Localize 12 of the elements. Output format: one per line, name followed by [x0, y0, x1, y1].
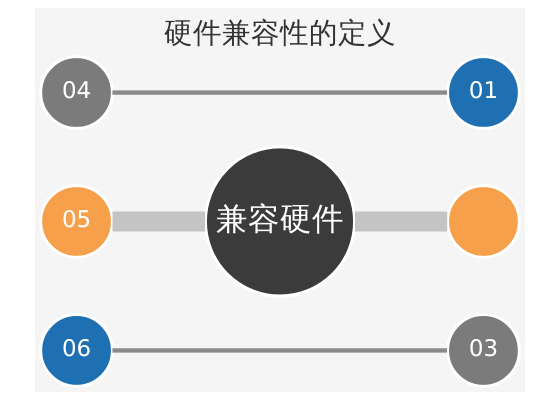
node-circle: 06	[38, 313, 114, 388]
diagram-title: 硬件兼容性的定义	[164, 15, 396, 50]
node-circle	[446, 184, 520, 259]
connector	[112, 90, 447, 95]
node-circle: 04	[38, 55, 114, 130]
node-circle: 01	[446, 55, 520, 130]
connector	[354, 211, 447, 232]
node-circle: 兼容硬件	[204, 146, 356, 298]
node-circle: 05	[38, 184, 114, 259]
connector	[112, 211, 205, 232]
node-circle: 03	[446, 313, 520, 388]
connector	[112, 348, 447, 353]
